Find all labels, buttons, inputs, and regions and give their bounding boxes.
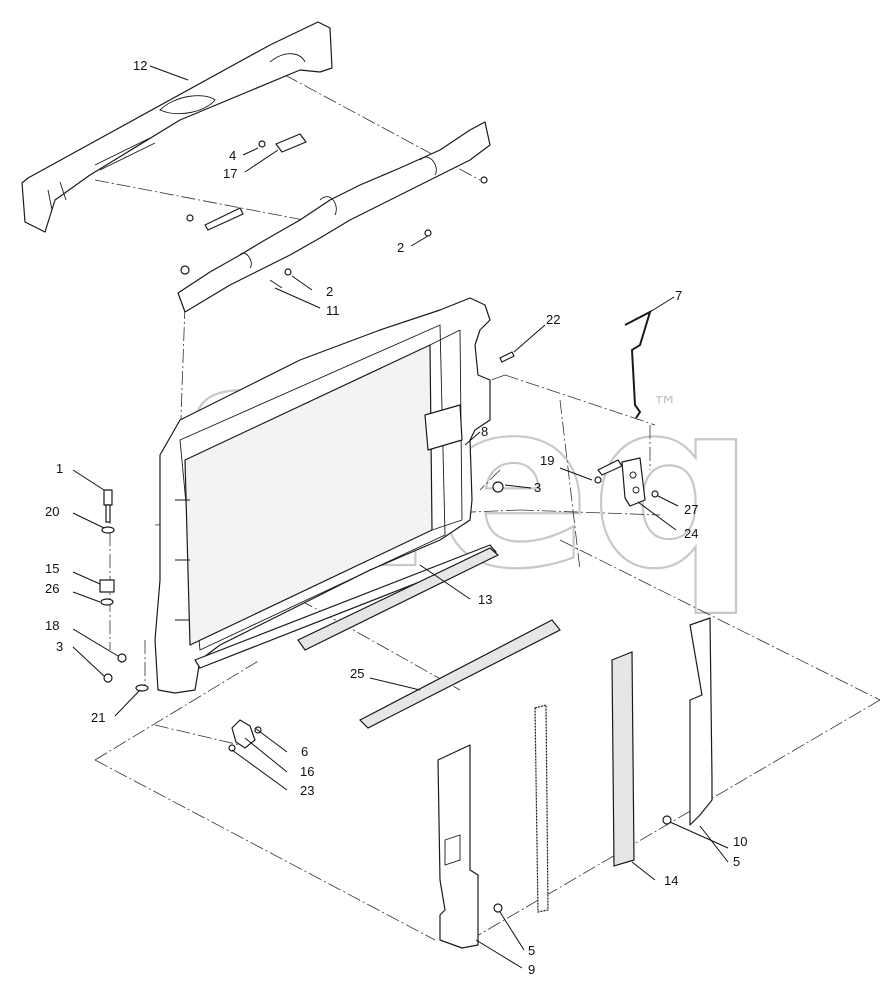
callout-9: 9 bbox=[528, 962, 535, 977]
washer-part-26 bbox=[100, 598, 114, 606]
callout-5-right: 5 bbox=[733, 854, 740, 869]
callout-4: 4 bbox=[229, 148, 236, 163]
bolt-part-22 bbox=[499, 351, 515, 363]
latch-part-24 bbox=[594, 457, 659, 507]
bolt-part-3-left bbox=[103, 673, 113, 683]
callout-2-upper: 2 bbox=[397, 240, 404, 255]
leader-lines bbox=[72, 65, 729, 969]
callout-1: 1 bbox=[56, 461, 63, 476]
bolt-part-1 bbox=[103, 489, 113, 506]
callout-5-lower: 5 bbox=[528, 943, 535, 958]
callout-22: 22 bbox=[546, 312, 560, 327]
callout-7: 7 bbox=[675, 288, 682, 303]
screw-part-4 bbox=[258, 140, 266, 148]
rubber-seal-part-14 bbox=[611, 651, 635, 867]
callout-3-right: 3 bbox=[534, 480, 541, 495]
callout-27: 27 bbox=[684, 502, 698, 517]
washer-part-20 bbox=[101, 526, 115, 534]
side-panel-part-10 bbox=[662, 617, 713, 826]
callout-13: 13 bbox=[478, 592, 492, 607]
screw-part-19 bbox=[594, 476, 602, 484]
latch-plate-part-17 bbox=[258, 133, 307, 153]
callout-14: 14 bbox=[664, 873, 678, 888]
radiator-grille-frame bbox=[154, 297, 491, 694]
callout-12: 12 bbox=[133, 58, 147, 73]
foam-seal bbox=[534, 704, 549, 913]
callout-2-lower: 2 bbox=[326, 284, 333, 299]
spacer-part-15 bbox=[99, 579, 115, 593]
side-panel-part-9 bbox=[437, 744, 503, 949]
callout-6: 6 bbox=[301, 744, 308, 759]
callout-11: 11 bbox=[326, 303, 340, 318]
seal-strip-part-13 bbox=[194, 544, 497, 669]
top-cowl-part-12 bbox=[21, 21, 333, 233]
callout-21: 21 bbox=[91, 710, 105, 725]
callout-16: 16 bbox=[300, 764, 314, 779]
nut-part-5-lower bbox=[493, 903, 503, 913]
callout-24: 24 bbox=[684, 526, 698, 541]
callout-18: 18 bbox=[45, 618, 59, 633]
rubber-seal-part-25 bbox=[358, 619, 561, 729]
washer-part-21 bbox=[135, 684, 149, 692]
upper-bracket bbox=[177, 121, 491, 313]
callout-15: 15 bbox=[45, 561, 59, 576]
callout-17: 17 bbox=[223, 166, 237, 181]
watermark-trademark: ™ bbox=[652, 392, 678, 422]
callout-26: 26 bbox=[45, 581, 59, 596]
callout-25: 25 bbox=[350, 666, 364, 681]
bolt-part-18 bbox=[117, 653, 127, 663]
nut-part-27 bbox=[651, 490, 659, 498]
left-hardware-stack bbox=[99, 489, 149, 692]
callout-10: 10 bbox=[733, 834, 747, 849]
callout-3-left: 3 bbox=[56, 639, 63, 654]
small-bracket-part-6-16-23 bbox=[228, 719, 262, 752]
callout-8: 8 bbox=[481, 424, 488, 439]
callout-20: 20 bbox=[45, 504, 59, 519]
rubber-seal-upper bbox=[297, 547, 500, 651]
callout-23: 23 bbox=[300, 783, 314, 798]
nut-part-5-right bbox=[662, 815, 672, 825]
callout-19: 19 bbox=[540, 453, 554, 468]
nut-part-3-right bbox=[492, 481, 504, 493]
callout-labels: 12 4 17 2 2 11 7 22 8 3 19 27 24 1 20 15… bbox=[45, 58, 747, 977]
